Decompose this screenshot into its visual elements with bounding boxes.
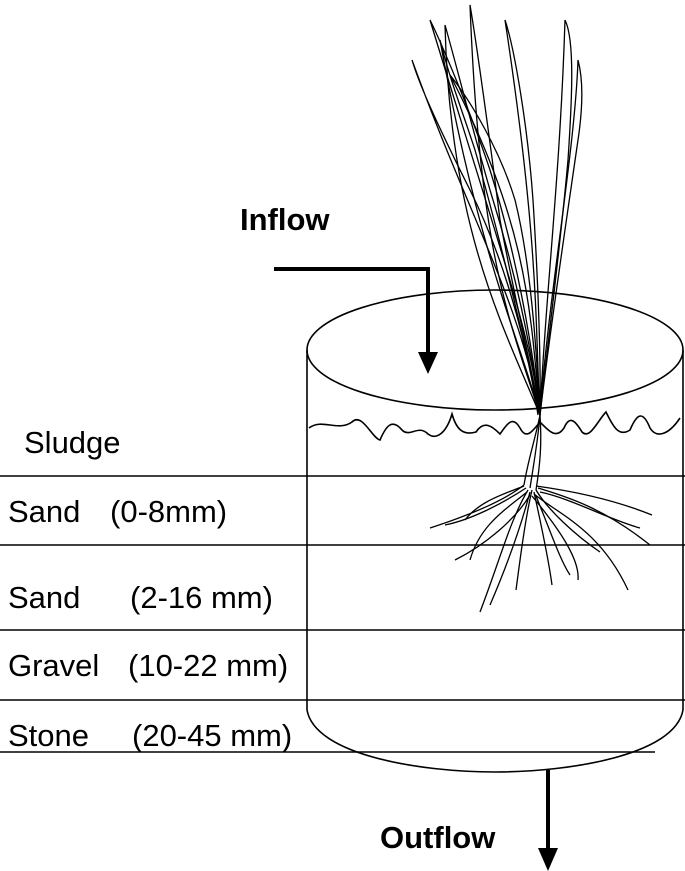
layer-size-stone: (20-45 mm) — [132, 718, 292, 753]
layer-name-sludge: Sludge — [24, 425, 121, 460]
outflow-arrow — [538, 770, 558, 871]
reed-plant — [411, 4, 653, 613]
layer-size-sand-coarse: (2-16 mm) — [130, 580, 273, 615]
inflow-arrow — [274, 267, 438, 374]
plant-leaves — [411, 4, 583, 416]
sludge-surface — [308, 410, 681, 441]
layer-name-stone: Stone — [8, 718, 89, 753]
plant-stem — [523, 414, 542, 491]
layer-size-gravel: (10-22 mm) — [128, 648, 288, 683]
layer-name-sand-fine: Sand — [8, 494, 80, 529]
layer-boundaries — [0, 475, 685, 753]
column-cylinder — [306, 289, 684, 773]
layer-name-sand-coarse: Sand — [8, 580, 80, 615]
plant-roots — [429, 484, 653, 613]
cylinder-bottom-rim — [306, 709, 684, 773]
layer-size-sand-fine: (0-8mm) — [110, 494, 227, 529]
outflow-label: Outflow — [380, 820, 496, 855]
inflow-label: Inflow — [240, 202, 330, 237]
cylinder-top-rim — [306, 289, 684, 411]
layer-name-gravel: Gravel — [8, 648, 99, 683]
